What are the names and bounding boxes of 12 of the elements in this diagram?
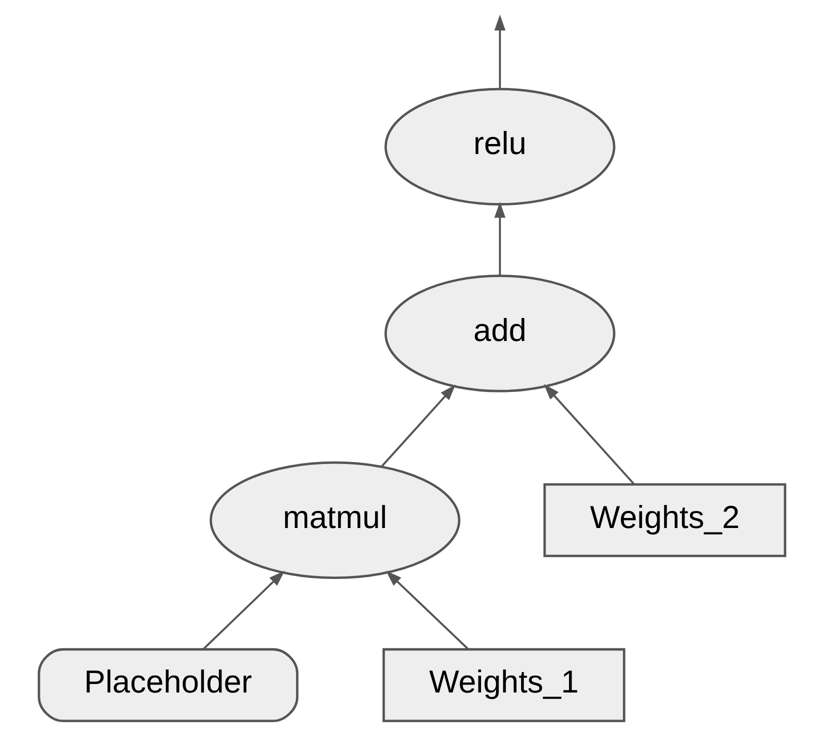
node-ellipse: add: [384, 274, 615, 392]
arrow: [202, 570, 284, 650]
arrow: [494, 202, 505, 276]
arrow: [385, 570, 468, 650]
node-box: Weights_2: [542, 483, 786, 558]
node-ellipse: relu: [384, 88, 615, 206]
node-ellipse: matmul: [209, 461, 460, 580]
arrow: [494, 14, 505, 89]
arrow: [543, 384, 634, 485]
node-box: Placeholder: [37, 648, 298, 722]
arrow: [380, 384, 456, 467]
node-box: Weights_1: [382, 648, 625, 722]
